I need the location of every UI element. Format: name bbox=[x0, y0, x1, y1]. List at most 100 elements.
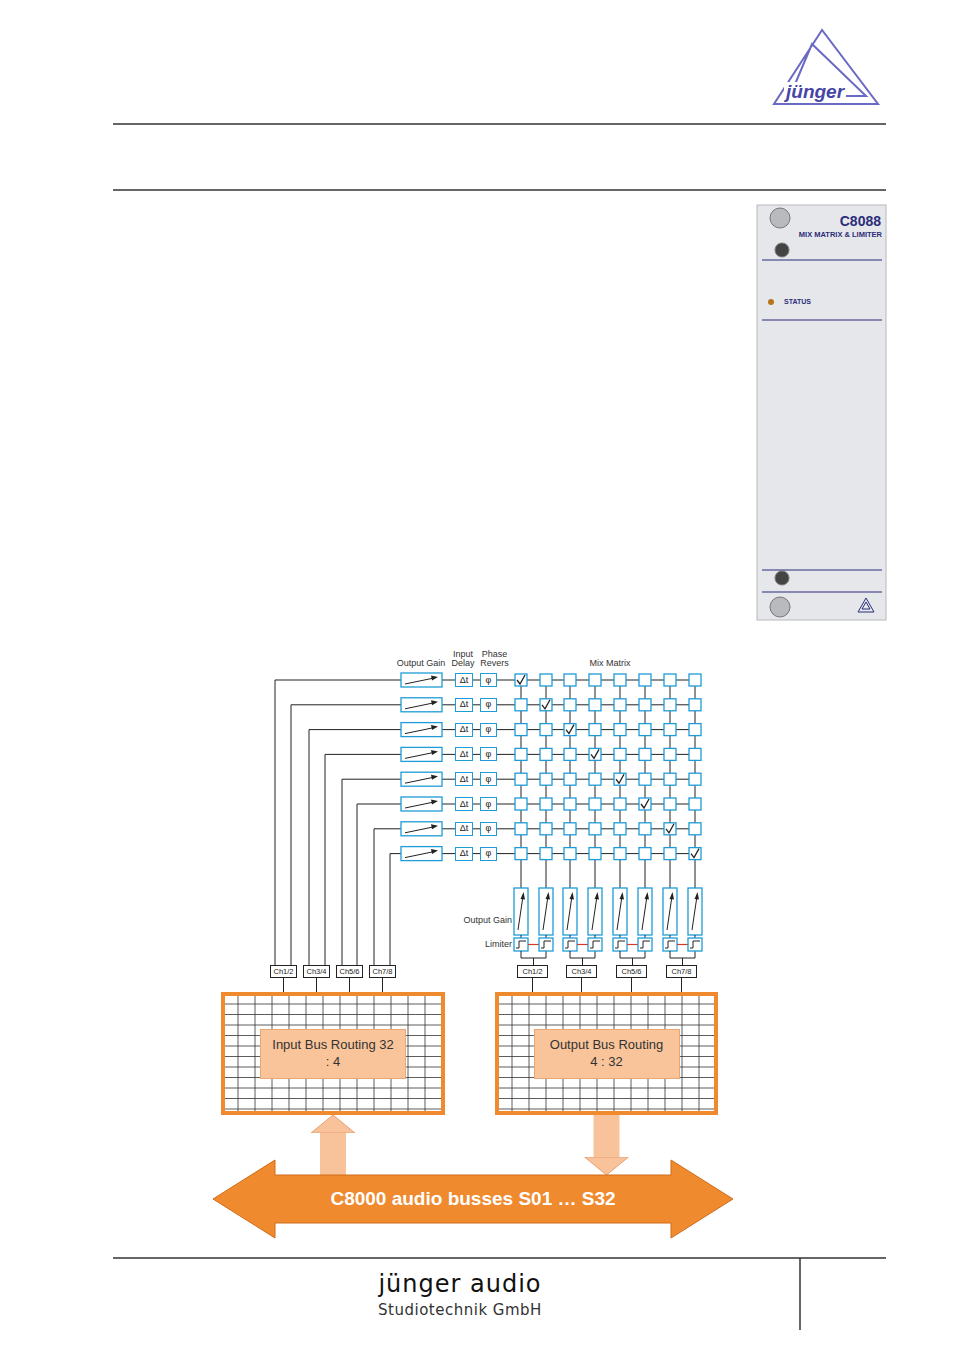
delay-box: Δt bbox=[455, 747, 473, 761]
output-wiring bbox=[521, 951, 546, 965]
output-fader bbox=[514, 888, 528, 935]
output-fader bbox=[663, 888, 677, 935]
symbol-label: φ bbox=[486, 849, 492, 858]
audio-bus-arrow: C8000 audio busses S01 … S32 bbox=[213, 1175, 733, 1222]
output-fader bbox=[588, 888, 602, 935]
signal-line bbox=[473, 779, 480, 780]
symbol-label: Δt bbox=[460, 800, 469, 809]
column-heading: Phase Revers bbox=[476, 650, 513, 669]
symbol-label: Δt bbox=[460, 750, 469, 759]
output-fader bbox=[688, 888, 702, 935]
routing-label-box: Output Bus Routing 4 : 32 bbox=[534, 1029, 680, 1079]
channel-label: Ch1/2 bbox=[273, 968, 293, 976]
signal-line bbox=[581, 978, 582, 992]
channel-pair-box: Ch3/4 bbox=[303, 965, 330, 978]
channel-pair-box: Ch7/8 bbox=[666, 965, 697, 978]
check-mark bbox=[666, 824, 674, 833]
symbol-label: Δt bbox=[460, 824, 469, 833]
limiter-symbol bbox=[663, 935, 677, 951]
delay-box: Δt bbox=[455, 797, 473, 811]
phase-box: φ bbox=[480, 822, 497, 836]
delay-box: Δt bbox=[455, 723, 473, 737]
signal-line bbox=[382, 978, 383, 992]
bus-routing-matrix: Input Bus Routing 32 : 4 bbox=[221, 992, 445, 1115]
bus-routing-matrix: Output Bus Routing 4 : 32 bbox=[495, 992, 718, 1115]
mix-matrix bbox=[515, 674, 701, 860]
channel-label: Ch5/6 bbox=[339, 968, 359, 976]
routing-label-box: Input Bus Routing 32 : 4 bbox=[260, 1029, 406, 1079]
limiter-symbol bbox=[613, 935, 627, 951]
check-mark bbox=[591, 749, 599, 758]
output-fader bbox=[539, 888, 553, 935]
symbol-label: φ bbox=[486, 750, 492, 759]
channel-pair-box: Ch1/2 bbox=[517, 965, 548, 978]
signal-line bbox=[473, 828, 480, 829]
channel-label: Ch3/4 bbox=[571, 968, 591, 976]
gain-block bbox=[401, 797, 442, 811]
signal-line bbox=[283, 978, 284, 992]
channel-label: Ch3/4 bbox=[306, 968, 326, 976]
check-mark bbox=[566, 725, 574, 734]
column-heading: Limiter bbox=[440, 940, 512, 949]
check-mark bbox=[691, 849, 699, 858]
limiter-symbol bbox=[638, 935, 652, 951]
footer-text: Studiotechnik GmbH bbox=[280, 1303, 640, 1319]
gain-block bbox=[401, 847, 442, 861]
phase-box: φ bbox=[480, 747, 497, 761]
symbol-label: Δt bbox=[460, 676, 469, 685]
gain-block bbox=[401, 747, 442, 761]
delay-box: Δt bbox=[455, 673, 473, 687]
symbol-label: Δt bbox=[460, 849, 469, 858]
column-heading: Output Gain bbox=[440, 916, 512, 925]
logo-text: jünger bbox=[784, 82, 846, 102]
output-fader bbox=[613, 888, 627, 935]
delay-box: Δt bbox=[455, 698, 473, 712]
panel-text: MIX MATRIX & LIMITER bbox=[799, 231, 882, 239]
routing-label: Input Bus Routing 32 : 4 bbox=[271, 1037, 395, 1070]
header-rule bbox=[113, 189, 886, 191]
phase-box: φ bbox=[480, 797, 497, 811]
output-fader bbox=[638, 888, 652, 935]
bus-label: C8000 audio busses S01 … S32 bbox=[330, 1188, 615, 1210]
channel-pair-box: Ch3/4 bbox=[566, 965, 597, 978]
output-wiring bbox=[670, 951, 695, 965]
symbol-label: φ bbox=[486, 676, 492, 685]
gain-block bbox=[401, 698, 442, 712]
symbol-label: Δt bbox=[460, 775, 469, 784]
delay-box: Δt bbox=[455, 847, 473, 861]
channel-pair-box: Ch5/6 bbox=[336, 965, 363, 978]
signal-line bbox=[316, 978, 317, 992]
routing-grid bbox=[225, 996, 441, 1111]
output-wiring bbox=[620, 951, 645, 965]
channel-pair-box: Ch7/8 bbox=[369, 965, 396, 978]
signal-line bbox=[473, 729, 480, 730]
bus-transfer-arrow bbox=[320, 1133, 346, 1175]
limiter-symbol bbox=[539, 935, 553, 951]
check-mark bbox=[542, 700, 550, 709]
phase-box: φ bbox=[480, 698, 497, 712]
symbol-label: Δt bbox=[460, 725, 469, 734]
module-front-panel: C8088MIX MATRIX & LIMITER STATUS bbox=[757, 205, 886, 620]
output-wiring bbox=[570, 951, 595, 965]
logo-triangle bbox=[774, 30, 878, 104]
limiter-link bbox=[577, 944, 588, 945]
limiter-symbol bbox=[688, 935, 702, 951]
panel-text: STATUS bbox=[784, 298, 811, 305]
delay-box: Δt bbox=[455, 772, 473, 786]
gain-block bbox=[401, 673, 442, 687]
bus-transfer-arrow bbox=[594, 1115, 620, 1157]
column-heading: Mix Matrix bbox=[578, 659, 642, 668]
limiter-link bbox=[677, 944, 688, 945]
phase-box: φ bbox=[480, 673, 497, 687]
panel-text: C8088 bbox=[840, 214, 881, 228]
limiter-symbol bbox=[514, 935, 528, 951]
signal-line bbox=[473, 754, 480, 755]
footer-rule bbox=[799, 1258, 801, 1330]
signal-line bbox=[473, 804, 480, 805]
check-mark bbox=[616, 774, 624, 783]
limiter-link bbox=[627, 944, 638, 945]
signal-line bbox=[532, 978, 533, 992]
limiter-link bbox=[528, 944, 539, 945]
